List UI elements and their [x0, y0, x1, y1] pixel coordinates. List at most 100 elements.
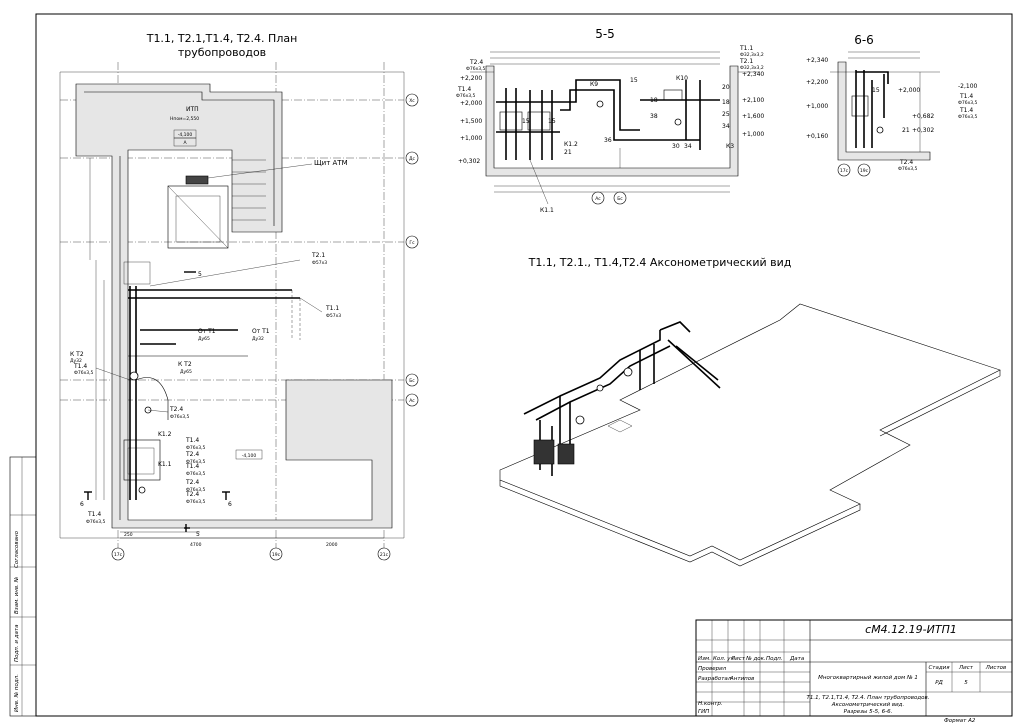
drawing-rect: [127, 447, 155, 475]
tag-name: T1.4: [73, 363, 87, 370]
drawing-label: 36: [604, 137, 612, 144]
tag-size: Ф76х3,5: [186, 499, 206, 505]
drawing-rect: [175, 195, 221, 243]
drawing-rect: [123, 439, 161, 481]
plan-title-2: трубопроводов: [178, 46, 266, 59]
drawing-label: Ф76х3,5: [466, 66, 486, 72]
drawing-circle: [674, 118, 682, 126]
drawing-rect: [499, 111, 523, 131]
drawing-label: 19с: [272, 552, 281, 558]
drawing-label: 15: [872, 87, 880, 94]
drawing-label: 15: [630, 77, 638, 84]
approved-label: Согласовано: [14, 530, 20, 568]
drawing-path: [560, 89, 700, 141]
drawing-label: T1.4: [959, 107, 973, 114]
tag-name: K1.1: [158, 461, 172, 468]
section-5-5: 5-5: [456, 27, 764, 214]
drawing-line: [149, 259, 301, 287]
drawing-label: К1.2: [564, 141, 578, 148]
sheet-title-2: Аксонометрический вид.: [831, 702, 905, 708]
tag-name: T2.1: [311, 252, 325, 259]
drawing-circle: [405, 393, 419, 407]
drawing-label: Ф32,3х3,2: [740, 52, 764, 58]
shield-box: [185, 175, 209, 185]
tag-size: Ф76х3,5: [186, 487, 206, 493]
tag-name: От Т1: [252, 328, 270, 335]
tag-name: К Т2: [178, 361, 192, 368]
plan-pipes: [123, 261, 301, 500]
section-5-5-walls: [485, 65, 739, 177]
drawing-circle: [837, 163, 851, 177]
drawing-rect: [123, 261, 151, 285]
plan-axis-bubbles-right: Хс Дс Гс Бс Ас: [405, 93, 419, 407]
drawing-line: [529, 159, 549, 205]
drawing-circle: [138, 486, 146, 494]
drawing-label: Хс: [409, 98, 415, 104]
drawing-label: Ф76х3,5: [898, 166, 918, 172]
object-name: Многоквартирный жилой дом № 1: [818, 675, 918, 681]
stairway: [167, 159, 266, 249]
section-6-6-title: 6-6: [854, 33, 874, 47]
drawing-circle: [876, 126, 884, 134]
drawing-path: [675, 345, 719, 381]
iso-pit: [607, 419, 633, 433]
drawing-label: 4700: [190, 542, 202, 548]
drawing-label: 2000: [326, 542, 338, 548]
drawing-label: Ф32,3х3,2: [740, 65, 764, 71]
drawing-circle: [405, 373, 419, 387]
drawing-label: К1.1: [540, 207, 554, 214]
drawing-label: +2,200: [806, 79, 828, 86]
drawing-circle: [591, 191, 605, 205]
room-tag: А: [183, 140, 187, 146]
drawing-rect: [663, 89, 683, 101]
tag-size: Ф76х3,5: [74, 370, 94, 376]
room-name: ИТП: [186, 106, 199, 113]
drawing-label: 5: [964, 680, 968, 686]
drawing-label: Разработал: [698, 676, 732, 682]
section-5-5-levels: +2,200 +2,000 +1,500 +1,000 +0,302 +2,34…: [458, 71, 764, 165]
drawing-circle: [377, 547, 391, 561]
drawing-label: 19с: [860, 168, 869, 174]
drawing-label: +2,100: [742, 97, 764, 104]
sign-date-label: Подп. и дата: [14, 624, 20, 662]
section-5-5-tags: T2.4 Ф76х3,5 T1.4 Ф76х3,5 T1.1 Ф32,3х3,2…: [456, 45, 764, 99]
drawing-label: +2,340: [806, 57, 828, 64]
tag-size: Ду65: [180, 369, 192, 375]
floor-level: -4,100: [242, 453, 257, 459]
drawing-circle: [613, 191, 627, 205]
tag-size: Ду32: [252, 336, 264, 342]
drawing-path: [879, 370, 1001, 437]
plan-pipe-tags: T2.1 Ф57х3 T1.1 Ф57х3 От Т1 Ду65 От Т1 Д…: [70, 252, 341, 525]
drawing-circle: [596, 100, 604, 108]
drawing-path: [559, 330, 661, 397]
title-block: сМ4.12.19-ИТП1 Изм. Кол. уч Лист № док. …: [695, 619, 1013, 724]
tag-name: T1.1: [325, 305, 339, 312]
section-5-5-pipes: [496, 79, 720, 168]
drawing-label: Дс: [409, 156, 416, 162]
drawing-path: [667, 339, 721, 389]
drawing-path: [659, 321, 691, 333]
drawing-rect: [527, 111, 551, 131]
section-5-5-title: 5-5: [595, 27, 615, 41]
tag-name: К Т2: [70, 351, 84, 358]
drawing-label: +0,682: [912, 113, 934, 120]
drawing-label: +0,160: [806, 133, 828, 140]
tag-size: Ф76х3,5: [186, 459, 206, 465]
drawing-label: +0,302: [458, 158, 480, 165]
drawing-label: К9: [590, 81, 598, 88]
tag-name: T1.4: [185, 437, 199, 444]
drawing-circle: [129, 371, 139, 381]
drawing-code: сМ4.12.19-ИТП1: [865, 623, 957, 636]
drawing-circle: [111, 547, 125, 561]
sheet-title-3: Разрезы 5-5, 6-6.: [844, 709, 893, 715]
drawing-label: ГИП: [698, 709, 709, 715]
plan-title-1: T1.1, T2.1,T1.4, T2.4. План: [146, 32, 298, 45]
drawing-label: Бс: [617, 196, 623, 202]
tag-size: Ф76х3,5: [186, 471, 206, 477]
drawing-label: К3: [726, 143, 734, 150]
drawing-line: [167, 185, 229, 249]
drawing-label: +2,200: [460, 75, 482, 82]
drawing-label: № док.: [745, 656, 766, 662]
drawing-label: +0,302: [912, 127, 934, 134]
